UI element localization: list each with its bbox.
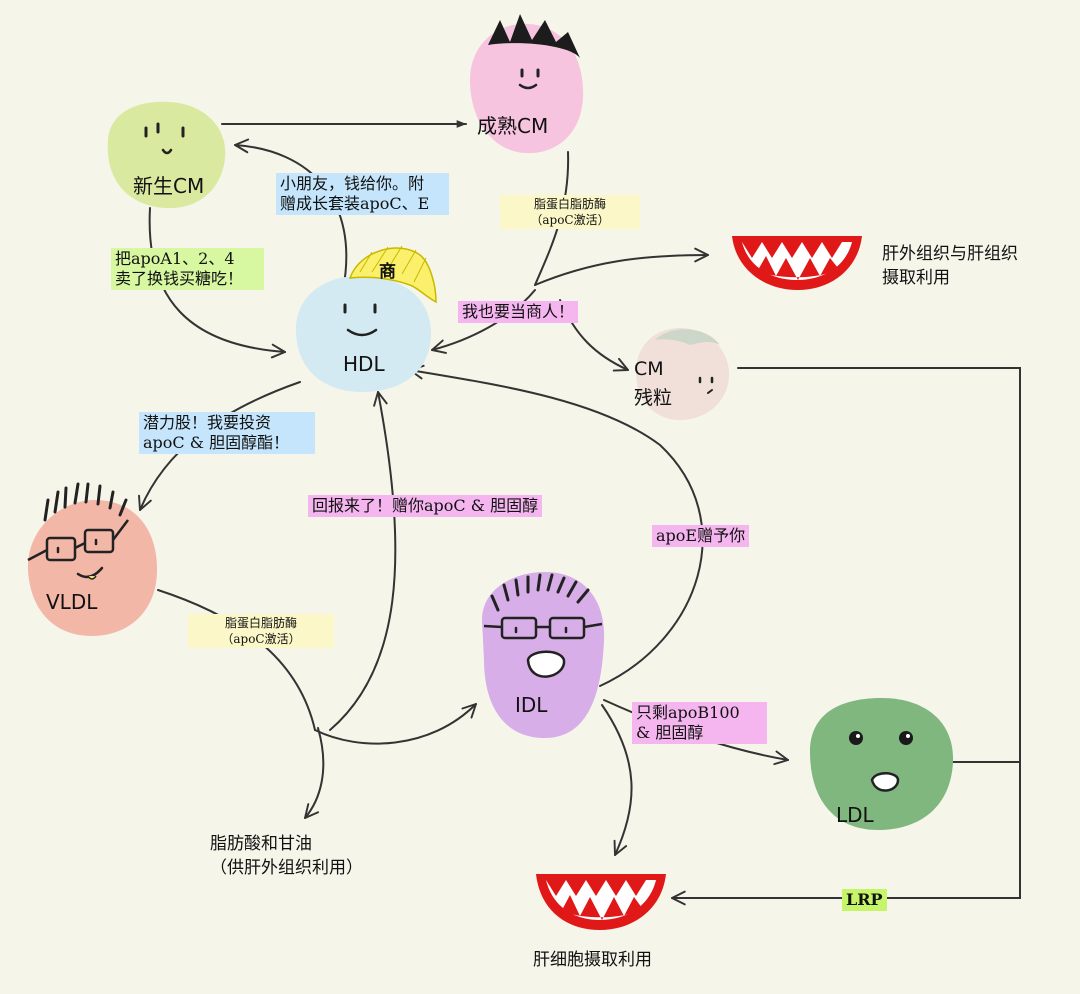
note-fatty-acid-line2: （供肝外组织利用） (210, 858, 363, 878)
ldl-name: LDL (836, 803, 874, 827)
new-cm-name: 新生CM (133, 174, 205, 198)
vldl-cell (27, 482, 158, 636)
mature-cm-hair-icon (488, 14, 580, 58)
hdl-hat-text: 商 (379, 262, 396, 282)
label-pay-apo-line2: 赠成长套装apoC、E (280, 194, 430, 213)
label-remain: 只剩apoB100 & 胆固醇 (632, 702, 767, 744)
label-remain-line2: & 胆固醇 (636, 723, 704, 742)
label-sell-apo: 把apoA1、2、4 卖了换钱买糖吃！ (111, 248, 264, 290)
cm-remnant-cell (636, 328, 730, 420)
label-lpl-cm: 脂蛋白脂肪酶 （apoC激活） (500, 195, 640, 229)
label-lpl-vldl: 脂蛋白脂肪酶 （apoC激活） (188, 614, 334, 648)
idl-cell (482, 572, 605, 738)
idl-glasses-icon (483, 616, 603, 640)
label-invest: 潜力股！我要投资 apoC & 胆固醇酯！ (139, 412, 315, 454)
note-extrahepatic: 肝外组织与肝组织 摄取利用 (882, 242, 1018, 290)
label-remain-line1: 只剩apoB100 (636, 703, 740, 722)
label-sell-apo-line1: 把apoA1、2、4 (115, 249, 235, 268)
liver-mouth-icon (536, 874, 666, 930)
extrahepatic-mouth-icon (732, 236, 862, 290)
vldl-hair-icon (43, 482, 128, 522)
label-apoe: apoE赠予你 (652, 525, 750, 547)
label-sell-apo-line2: 卖了换钱买糖吃！ (115, 269, 244, 288)
label-lpl-cm-line2: （apoC激活） (530, 213, 610, 227)
idl-name: IDL (515, 693, 548, 717)
merchant-hat-icon (348, 247, 437, 304)
arrow-to-fatty-acid (304, 727, 325, 819)
arrow-vldl-to-hdl (329, 391, 397, 731)
idl-hair-icon (490, 573, 590, 612)
arrow-newcm-to-hdl (148, 207, 286, 359)
mature-cm-cell (470, 14, 584, 154)
label-pay-apo: 小朋友，钱给你。附 赠成长套装apoC、E (276, 173, 449, 215)
note-liver: 肝细胞摄取利用 (533, 950, 652, 970)
label-lrp: LRP (842, 889, 887, 911)
vldl-name: VLDL (46, 590, 98, 614)
arrow-to-extrahepatic (534, 247, 709, 286)
arrow-idl-to-liver (601, 704, 633, 856)
label-lpl-vldl-line1: 脂蛋白脂肪酶 (224, 616, 297, 630)
label-lpl-cm-line1: 脂蛋白脂肪酶 (533, 197, 606, 211)
arrow-vldl-to-idl (314, 703, 477, 745)
arrow-idl-to-hdl (409, 364, 704, 687)
label-lpl-vldl-line2: （apoC激活） (221, 632, 301, 646)
label-pay-apo-line1: 小朋友，钱给你。附 (280, 174, 425, 193)
vldl-glasses-icon (27, 519, 129, 562)
arrow-maturecm-to-hdl (431, 289, 536, 354)
mature-cm-name: 成熟CM (477, 114, 549, 138)
ldl-cell (810, 698, 954, 830)
label-return: 回报来了！赠你apoC & 胆固醇 (308, 495, 543, 517)
hdl-name: HDL (343, 352, 385, 376)
arrow-vldl-lpl (157, 589, 316, 731)
note-fatty-acid: 脂肪酸和甘油 （供肝外组织利用） (210, 832, 363, 880)
label-invest-line2: apoC & 胆固醇酯！ (143, 433, 290, 452)
label-invest-line1: 潜力股！我要投资 (143, 413, 272, 432)
note-extrahepatic-line1: 肝外组织与肝组织 (882, 244, 1018, 264)
hdl-cell (296, 245, 437, 392)
cm-remnant-name-line1: CM (634, 358, 664, 380)
cm-remnant-name-line2: 残粒 (634, 387, 673, 409)
label-merchant: 我也要当商人！ (458, 301, 579, 323)
new-cm-cell (107, 101, 226, 209)
note-fatty-acid-line1: 脂肪酸和甘油 (210, 834, 312, 854)
note-extrahepatic-line2: 摄取利用 (882, 268, 950, 288)
